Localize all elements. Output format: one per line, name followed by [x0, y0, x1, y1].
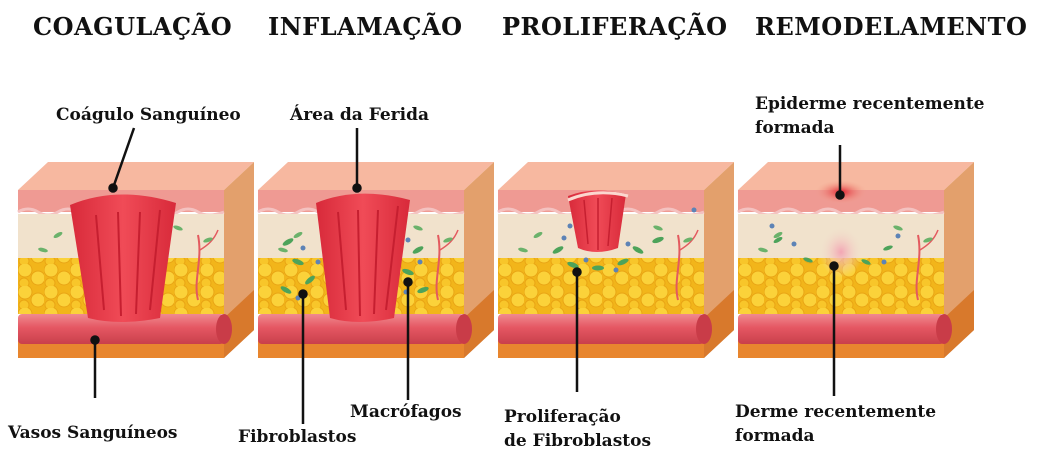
stage-title-proliferacao: PROLIFERAÇÃO [502, 12, 728, 41]
label-area-da-ferida: Área da Ferida [290, 105, 429, 125]
label-epiderme-line2: formada [755, 118, 835, 138]
wound-area [316, 193, 410, 322]
label-epiderme-line1: Epiderme recentemente [755, 94, 985, 114]
label-macrofagos: Macrófagos [350, 402, 462, 422]
label-proliferacao-line1: Proliferação [504, 407, 621, 427]
label-vasos-sanguineos: Vasos Sanguíneos [8, 423, 178, 443]
stage-title-coagulacao: COAGULAÇÃO [33, 12, 233, 41]
panel-remodelamento [736, 160, 976, 360]
label-derme-line1: Derme recentemente [735, 402, 937, 422]
panel-inflamacao [256, 160, 496, 360]
stage-title-inflamacao: INFLAMAÇÃO [268, 12, 463, 41]
stage-title-remodelamento: REMODELAMENTO [755, 12, 1028, 41]
label-proliferacao-line2: de Fibroblastos [504, 431, 652, 451]
panel-coagulacao [16, 160, 256, 360]
panel-proliferacao [496, 160, 736, 360]
label-coagulo-sanguineo: Coágulo Sanguíneo [56, 105, 241, 125]
new-dermis [819, 226, 863, 278]
label-fibroblastos: Fibroblastos [238, 427, 357, 447]
label-derme-line2: formada [735, 426, 815, 446]
